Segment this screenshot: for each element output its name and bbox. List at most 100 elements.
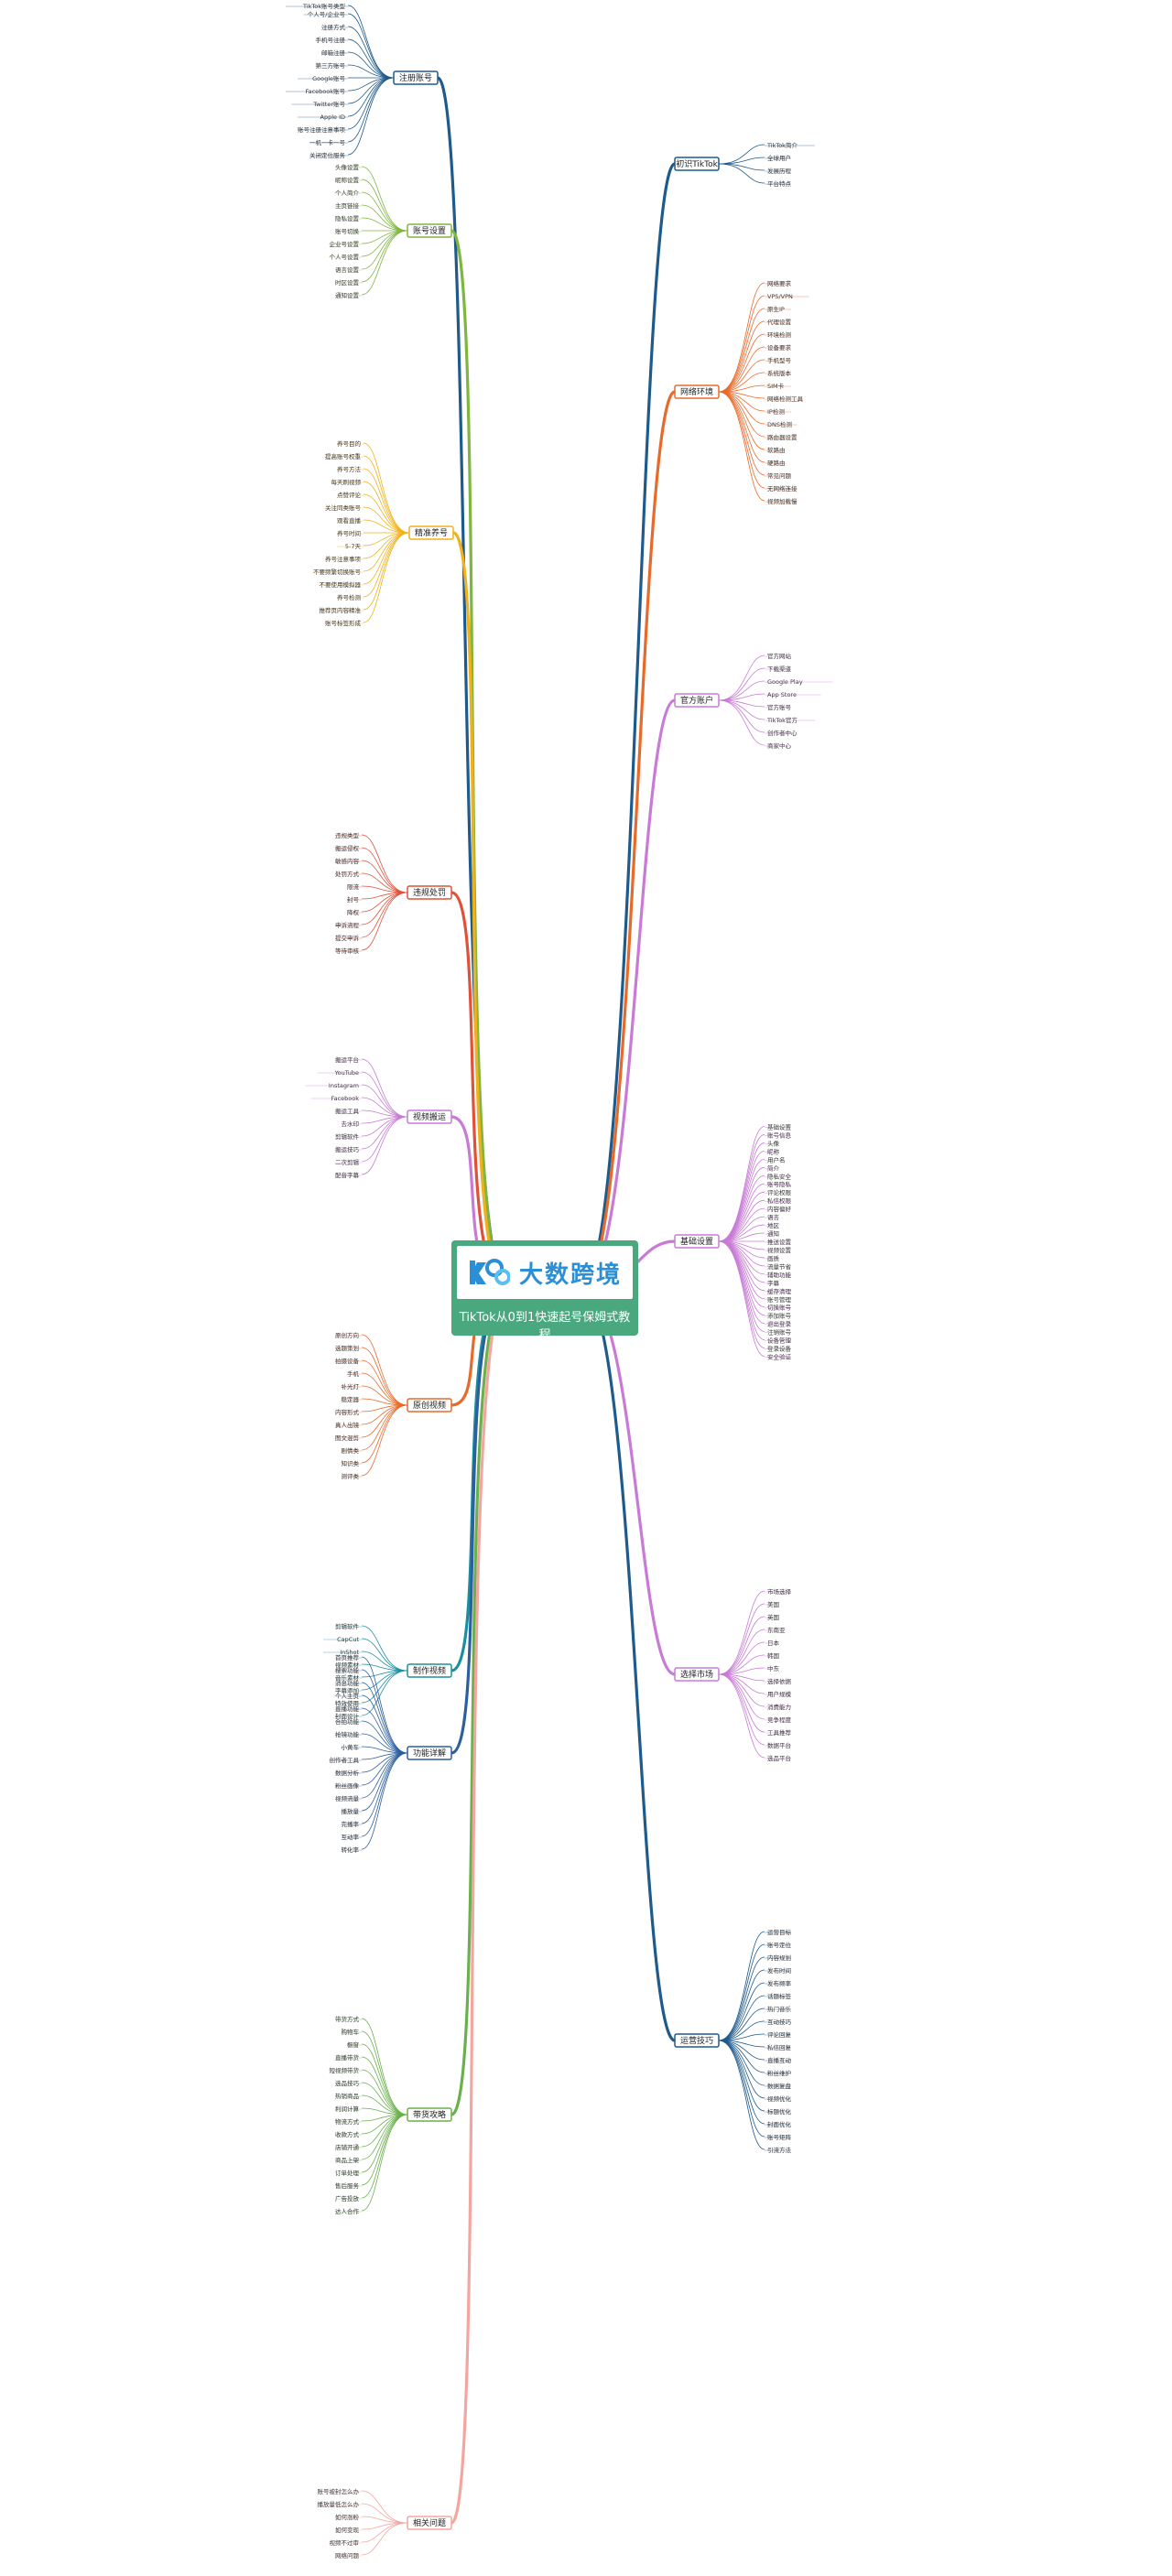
leaf-node[interactable]: 手机	[347, 1369, 360, 1378]
leaf-node[interactable]: 拍摄设备	[335, 1357, 360, 1365]
leaf-node[interactable]: 工具推荐	[767, 1728, 792, 1737]
leaf-node[interactable]: 账号信息	[767, 1131, 792, 1139]
leaf-node[interactable]: 登录设备	[767, 1345, 792, 1353]
leaf-node[interactable]: 昵称	[767, 1147, 780, 1155]
leaf-node[interactable]: 搬运平台	[335, 1055, 359, 1064]
branch-node-b1[interactable]: 注册账号	[393, 70, 439, 85]
leaf-node[interactable]: 语言	[767, 1213, 780, 1221]
leaf-node[interactable]: 个人号/企业号	[308, 10, 346, 18]
branch-node-b5[interactable]: 视频搬运	[407, 1109, 452, 1124]
leaf-node[interactable]: 全球用户	[767, 154, 791, 162]
leaf-node[interactable]: 关闭定位服务	[309, 151, 346, 159]
leaf-node[interactable]: 网络问题	[335, 2551, 360, 2560]
leaf-node[interactable]: 店铺开通	[335, 2143, 360, 2151]
leaf-node[interactable]: 私信权限	[767, 1196, 792, 1205]
leaf-node[interactable]: 观看直播	[337, 516, 362, 525]
leaf-node[interactable]: 创作者中心	[767, 729, 798, 737]
leaf-node[interactable]: 设备要求	[767, 343, 792, 352]
leaf-node[interactable]: 封号	[347, 895, 360, 904]
leaf-node[interactable]: 视频设置	[767, 1246, 792, 1254]
leaf-node[interactable]: 市场选择	[767, 1587, 792, 1596]
leaf-node[interactable]: 原生IP	[767, 305, 785, 313]
leaf-node[interactable]: 养号注意事项	[325, 555, 362, 563]
leaf-node[interactable]: 音乐素材	[335, 1673, 360, 1682]
leaf-node[interactable]: 购物车	[342, 2028, 360, 2036]
leaf-node[interactable]: 播放量	[342, 1807, 360, 1815]
leaf-node[interactable]: 测评类	[342, 1472, 360, 1480]
leaf-node[interactable]: 路由器设置	[767, 433, 798, 441]
leaf-node[interactable]: 点赞评论	[337, 491, 362, 499]
leaf-node[interactable]: 收款方式	[335, 2130, 360, 2138]
leaf-node[interactable]: 系统版本	[767, 369, 792, 377]
branch-node-r5[interactable]: 选择市场	[674, 1667, 720, 1682]
leaf-node[interactable]: 养号方法	[337, 465, 362, 473]
leaf-node[interactable]: 热销商品	[335, 2092, 359, 2100]
leaf-node[interactable]: 提交申诉	[335, 934, 360, 942]
leaf-node[interactable]: 互动技巧	[767, 2018, 792, 2026]
leaf-node[interactable]: 搬运侵权	[335, 844, 360, 852]
leaf-node[interactable]: 账号注册注意事项	[298, 125, 346, 134]
leaf-node[interactable]: 发展历程	[767, 167, 792, 175]
leaf-node[interactable]: 提高账号权重	[325, 452, 362, 460]
leaf-node[interactable]: 网络检测工具	[767, 395, 804, 403]
leaf-node[interactable]: 粉丝画像	[335, 1781, 360, 1790]
leaf-node[interactable]: 数据平台	[767, 1741, 791, 1749]
leaf-node[interactable]: 商品上架	[335, 2156, 360, 2164]
leaf-node[interactable]: 直播互动	[767, 2056, 792, 2064]
leaf-node[interactable]: 基础设置	[767, 1122, 792, 1131]
leaf-node[interactable]: 数据分析	[335, 1769, 360, 1777]
leaf-node[interactable]: 环境检测	[767, 330, 792, 339]
leaf-node[interactable]: IP检测	[767, 407, 785, 416]
leaf-node[interactable]: 每天刷视频	[331, 478, 362, 486]
leaf-node[interactable]: 首页推荐	[335, 1653, 360, 1661]
leaf-node[interactable]: 头像	[767, 1139, 780, 1147]
leaf-node[interactable]: 消息功能	[335, 1679, 360, 1687]
leaf-node[interactable]: 中东	[767, 1664, 780, 1672]
leaf-node[interactable]: 账号标签形成	[325, 619, 362, 627]
leaf-node[interactable]: 昵称设置	[335, 176, 360, 184]
leaf-node[interactable]: 搬运工具	[335, 1107, 360, 1115]
leaf-node[interactable]: Facebook账号	[305, 87, 345, 95]
leaf-node[interactable]: 等待审核	[335, 947, 360, 955]
leaf-node[interactable]: 图文混剪	[335, 1434, 360, 1442]
leaf-node[interactable]: 如何变现	[335, 2526, 360, 2534]
leaf-node[interactable]: 补光灯	[342, 1382, 360, 1391]
leaf-node[interactable]: 选择依据	[767, 1677, 792, 1685]
leaf-node[interactable]: 发布时间	[767, 1966, 791, 1975]
leaf-node[interactable]: 安全验证	[767, 1353, 792, 1361]
leaf-node[interactable]: 违规类型	[335, 831, 360, 839]
leaf-node[interactable]: 播放量低怎么办	[318, 2500, 360, 2508]
leaf-node[interactable]: 语言设置	[335, 265, 360, 274]
leaf-node[interactable]: 选题策划	[335, 1344, 359, 1352]
leaf-node[interactable]: 直播带货	[335, 2053, 360, 2062]
leaf-node[interactable]: 账号被封怎么办	[318, 2487, 360, 2495]
leaf-node[interactable]: 注册方式	[321, 23, 346, 31]
leaf-node[interactable]: 选品技巧	[335, 2079, 360, 2087]
leaf-node[interactable]: 软路由	[767, 446, 786, 454]
branch-node-b3[interactable]: 精准养号	[408, 525, 454, 540]
leaf-node[interactable]: 创作者工具	[330, 1756, 360, 1764]
leaf-node[interactable]: 邮箱注册	[321, 49, 346, 57]
leaf-node[interactable]: 限流	[347, 882, 360, 891]
leaf-node[interactable]: 隐私设置	[335, 214, 360, 222]
leaf-node[interactable]: 处罚方式	[335, 870, 360, 878]
leaf-node[interactable]: 封面优化	[767, 2120, 792, 2128]
leaf-node[interactable]: 地区	[767, 1221, 780, 1229]
leaf-node[interactable]: 注销账号	[767, 1328, 792, 1337]
leaf-node[interactable]: 原创方向	[335, 1331, 359, 1339]
leaf-node[interactable]: 小黄车	[342, 1743, 360, 1751]
leaf-node[interactable]: 美国	[767, 1600, 779, 1608]
leaf-node[interactable]: 推荐页内容精准	[320, 606, 362, 614]
leaf-node[interactable]: TikTok官方	[766, 716, 798, 724]
branch-node-r2[interactable]: 网络环境	[674, 384, 720, 399]
leaf-node[interactable]: 粉丝维护	[767, 2069, 791, 2077]
leaf-node[interactable]: 真人出镜	[335, 1421, 360, 1429]
leaf-node[interactable]: 评论回复	[767, 2030, 792, 2039]
leaf-node[interactable]: 转化率	[342, 1845, 360, 1854]
leaf-node[interactable]: 一机一卡一号	[309, 138, 346, 146]
leaf-node[interactable]: 剪辑软件	[335, 1132, 360, 1141]
leaf-node[interactable]: 剪辑软件	[335, 1622, 360, 1630]
leaf-node[interactable]: 养号时间	[337, 529, 361, 537]
leaf-node[interactable]: 短视频带货	[330, 2066, 360, 2074]
leaf-node[interactable]: 直播功能	[335, 1705, 360, 1713]
